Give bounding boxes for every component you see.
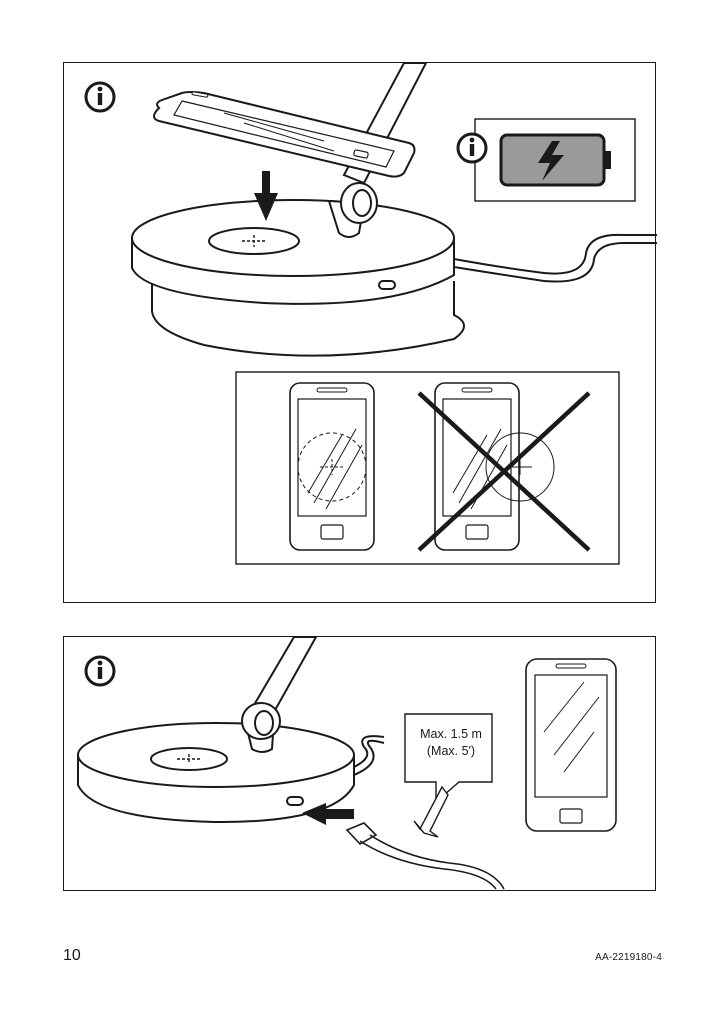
distance-metric: Max. 1.5 m <box>420 727 482 741</box>
phone-icon <box>525 658 617 832</box>
plug-in-arrow <box>302 803 354 825</box>
lamp-arm <box>252 636 318 714</box>
lamp-head-knob <box>327 182 378 238</box>
placement-inset <box>235 371 620 565</box>
illustration-panel-charging <box>63 62 657 603</box>
info-icon <box>84 81 116 113</box>
battery-status-box <box>456 118 636 202</box>
distance-imperial: (Max. 5') <box>426 744 476 758</box>
illustration-panel-range: Max. 1.5 m (Max. 5') <box>63 636 656 891</box>
info-icon <box>84 655 116 687</box>
range-illustration <box>77 636 617 890</box>
page-number: 10 <box>63 947 81 964</box>
phone-offset-crossed-out <box>417 382 591 552</box>
charging-base <box>77 722 385 824</box>
distance-callout <box>404 713 493 838</box>
phone-centered-on-pad <box>289 382 375 551</box>
phone-on-base <box>153 91 416 178</box>
distance-callout-text: Max. 1.5 m (Max. 5') <box>409 726 493 760</box>
charging-base <box>131 199 657 357</box>
charging-battery-icon <box>499 133 611 187</box>
distance-arrow <box>413 785 449 838</box>
place-down-arrow <box>254 171 278 221</box>
charging-illustration <box>84 62 657 565</box>
document-code: AA-2219180-4 <box>595 952 662 963</box>
info-icon <box>456 132 488 164</box>
usb-cable <box>345 822 505 890</box>
lamp-head-knob <box>241 702 281 753</box>
